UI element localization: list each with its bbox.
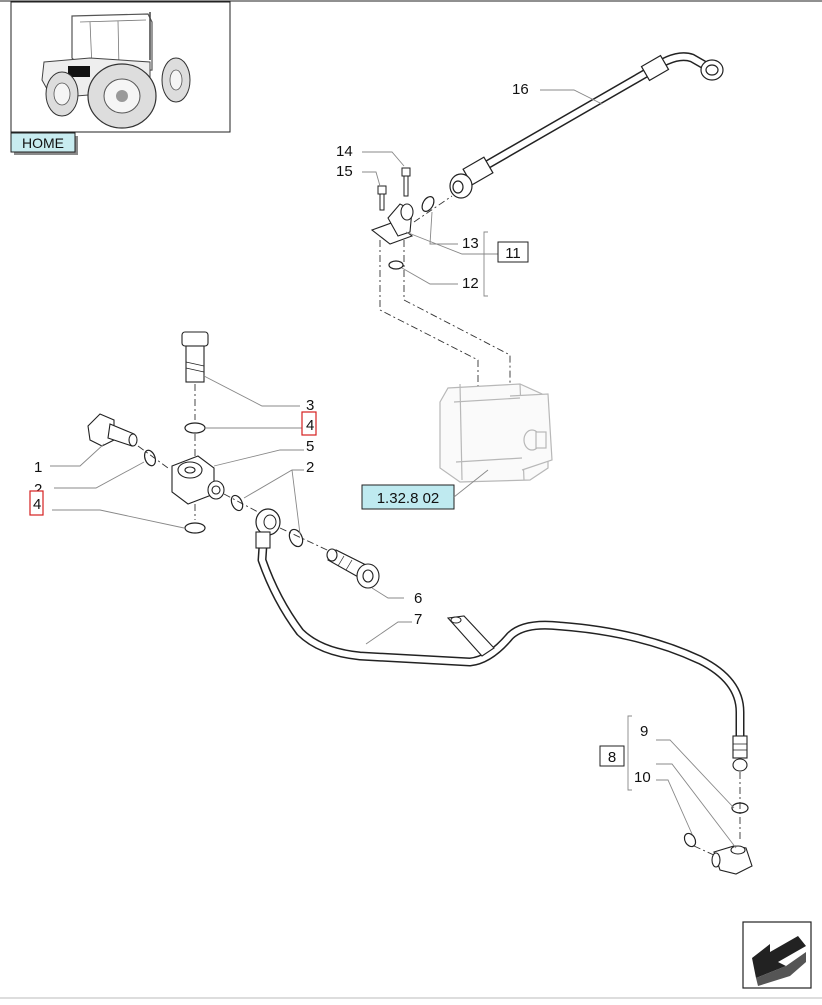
callout-9[interactable]: 9 [640, 723, 648, 740]
part-washer-2-mid [230, 494, 244, 512]
callout-13[interactable]: 13 [462, 235, 479, 252]
home-button-label: HOME [22, 135, 64, 151]
centerlines-upper [379, 195, 511, 398]
leader-reference [453, 469, 489, 498]
callout-8-box [599, 745, 625, 767]
callout-11-box [497, 241, 529, 263]
next-page-arrow-icon[interactable] [742, 921, 812, 989]
part-screw-15 [377, 185, 387, 211]
centerline-elbow-side [693, 845, 717, 857]
callouts: 1 2 4 3 4 5 2 6 7 16 14 15 13 12 11 9 8 … [29, 81, 651, 786]
part-banjo-block-5 [171, 455, 225, 505]
part-washer-2-left [143, 449, 157, 467]
part-elbow-8 [711, 845, 753, 875]
part-banjo-bolt-6 [326, 548, 380, 589]
reference-link-label: 1.32.8 02 [377, 490, 440, 507]
callout-4-left-highlight [29, 490, 44, 516]
callout-10[interactable]: 10 [634, 769, 651, 786]
callout-14[interactable]: 14 [336, 143, 353, 160]
callout-16[interactable]: 16 [512, 81, 529, 98]
part-oring-10 [683, 832, 697, 848]
leader-lines [50, 89, 737, 849]
callout-6[interactable]: 6 [414, 590, 422, 607]
part-pump [439, 383, 553, 483]
part-screw-14 [401, 167, 411, 197]
part-oring-4-lower [184, 522, 206, 534]
part-bolt-1 [87, 413, 138, 447]
group-brackets [483, 231, 632, 791]
part-oring-12 [388, 260, 404, 270]
reference-link-1-32-8-02[interactable]: 1.32.8 02 [361, 484, 455, 510]
part-pipe-16 [449, 52, 724, 199]
callout-12[interactable]: 12 [462, 275, 479, 292]
part-oring-4-upper [184, 422, 206, 434]
callout-4-right-highlight [301, 411, 317, 436]
callout-7[interactable]: 7 [414, 611, 422, 628]
centerline-bolt-1 [137, 445, 169, 469]
tractor-thumbnail-icon[interactable] [10, 1, 231, 133]
centerline-block-5 [223, 493, 259, 513]
callout-2-right[interactable]: 2 [306, 459, 314, 476]
callout-2-left[interactable]: 2 [34, 481, 42, 498]
callout-1[interactable]: 1 [34, 459, 42, 476]
home-button[interactable]: HOME [10, 132, 78, 155]
callout-4-right[interactable]: 4 [306, 417, 314, 434]
callout-8[interactable]: 8 [608, 749, 616, 766]
part-pipe-7 [255, 508, 748, 772]
callout-4-left[interactable]: 4 [33, 496, 41, 513]
callout-15[interactable]: 15 [336, 163, 353, 180]
callout-5[interactable]: 5 [306, 438, 314, 455]
callout-11[interactable]: 11 [505, 245, 521, 262]
callout-3[interactable]: 3 [306, 397, 314, 414]
part-oring-9 [731, 802, 749, 814]
part-banjo-bolt-3 [181, 331, 209, 383]
part-oring-13 [421, 196, 435, 212]
part-washer-2-right [288, 528, 304, 548]
part-fitting-13 [370, 203, 414, 245]
